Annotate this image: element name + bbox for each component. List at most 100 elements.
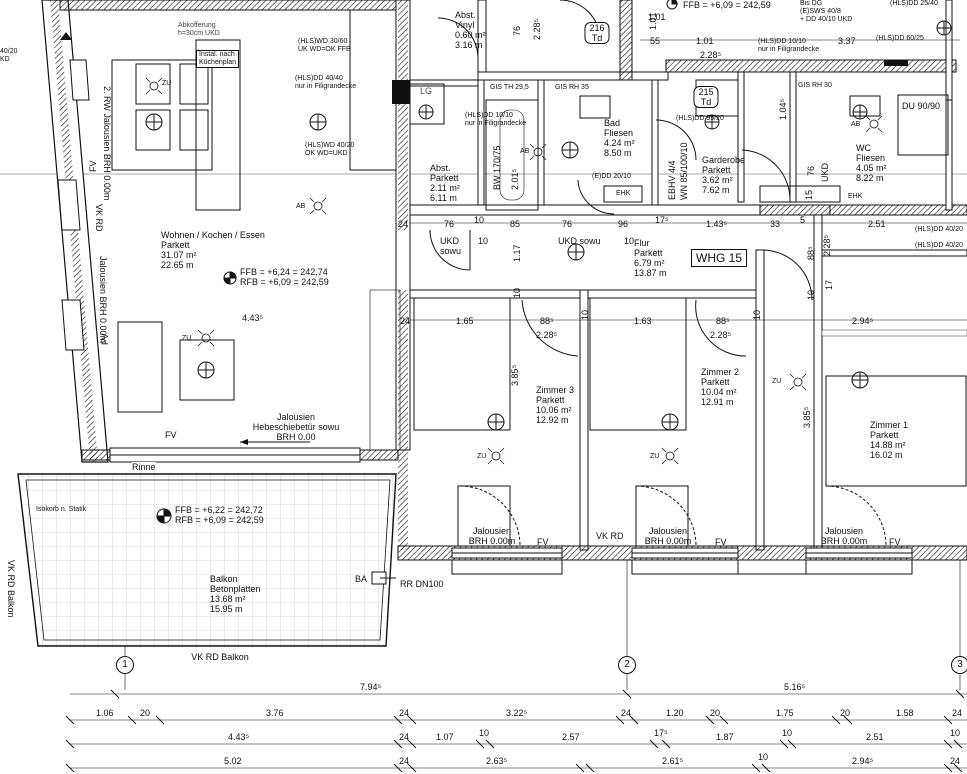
dimension: 3.85⁵: [802, 406, 812, 428]
room-perimeter: 3.16 m: [455, 40, 483, 50]
room-perimeter: 12.91 m: [701, 397, 734, 407]
ukd-sowu-label: UKD sowu: [558, 236, 601, 246]
room-name: Wohnen / Kochen / Essen: [161, 230, 265, 240]
dimension: 1.75: [776, 708, 794, 718]
dimension: 24: [621, 708, 632, 718]
note-line: BRH 0.00m: [820, 536, 868, 546]
dimension: 1.17: [512, 244, 522, 262]
dimension: 76: [444, 219, 455, 229]
rw-label: 2. RW Jalousien BRH 0.00m: [102, 86, 112, 200]
dimension: 10: [950, 728, 961, 738]
dimension: 10: [624, 236, 635, 246]
level-balkon: FFB = +6,22 = 242,72 RFB = +6,09 = 242,5…: [175, 505, 264, 525]
ab-label: AB: [296, 203, 306, 210]
level-wohnen: FFB = +6,24 = 242,74 RFB = +6,09 = 242,5…: [240, 267, 329, 287]
window-note-z2: Jalousien BRH 0.00m: [645, 526, 692, 546]
room-name: Abst.: [430, 163, 451, 173]
room-floor: Parkett: [634, 248, 663, 258]
note-line: KD: [0, 56, 10, 63]
ehk-label: EHK: [848, 193, 863, 200]
ba-label: BA: [355, 574, 368, 584]
room-zimmer2: Zimmer 2 Parkett 10.04 m² 12.91 m: [701, 367, 739, 407]
ukd-sowu-label: UKD sowu: [440, 236, 461, 256]
room-bad: Bad Fliesen 4.24 m² 8.50 m: [604, 118, 635, 158]
fv-label: FV: [88, 160, 98, 172]
dimension: 2.28⁵: [532, 18, 542, 40]
bed-zimmer2: [589, 297, 687, 431]
note-line: OK WD=UKD: [305, 150, 348, 157]
hls-dd-25-40-label: (HLS)DD 25/40: [890, 0, 938, 7]
wn-label: WN 85/100/10: [679, 142, 689, 200]
room-perimeter: 22.65 m: [161, 260, 194, 270]
dimension: 2.63⁵: [486, 756, 508, 766]
dimension: 1.04⁵: [778, 98, 788, 120]
dimension: 17: [824, 279, 834, 290]
dimension: 10: [782, 728, 793, 738]
room-wc: WC Fliesen 4.05 m² 8.22 m: [856, 143, 887, 183]
note-line: (HLS)DD 10/10: [465, 112, 513, 119]
dimension: 1.06: [96, 708, 114, 718]
note-line: BRH 0.00: [276, 432, 316, 442]
door-type: Td: [700, 97, 712, 107]
zu-label: ZU: [162, 80, 172, 87]
grid-axis-2: 2: [618, 656, 636, 674]
room-garderobe: Garderobe Parkett 3.62 m² 7.62 m: [702, 155, 745, 195]
room-area: 3.62 m²: [702, 175, 733, 185]
edd-label: (E)DD 20/10: [592, 173, 631, 180]
dimension: 10: [806, 289, 816, 300]
room-name: Zimmer 3: [536, 385, 574, 395]
room-area: 4.05 m²: [856, 163, 887, 173]
lg-label: LG: [420, 86, 433, 96]
dimension: 3.37: [838, 36, 856, 46]
room-zimmer3: Zimmer 3 Parkett 10.06 m² 12.92 m: [536, 385, 574, 425]
dimension: 10: [580, 309, 590, 320]
room-zimmer1: Zimmer 1 Parkett 14.88 m² 16.02 m: [870, 420, 908, 460]
note-line: (HLS)DD 40/40: [295, 75, 343, 82]
room-name: Zimmer 1: [870, 420, 908, 430]
dimension: 2.51: [866, 732, 884, 742]
dimension: 88⁵: [540, 316, 554, 326]
gis-th-label: GIS TH 29,5: [490, 84, 529, 91]
ffb-top-label: FFB = +6,09 = 242,59: [683, 0, 771, 10]
note-line: nur in Filigrandecke: [295, 83, 357, 90]
dimension: 24: [399, 732, 410, 742]
balcony-slab: [17, 473, 397, 647]
note-line: Jalousien: [824, 526, 864, 536]
dimension: 3.85⁵: [510, 364, 520, 386]
abst-vinyl-label: Abst. Vinyl 0.60 m² 3.16 m: [455, 10, 486, 50]
room-area: 10.04 m²: [701, 387, 737, 397]
dimension: 5: [800, 215, 806, 225]
fv-label: FV: [165, 430, 177, 440]
dimension: 10: [752, 309, 762, 320]
dimension: 85: [510, 219, 521, 229]
room-name: Zimmer 2: [701, 367, 739, 377]
dimension: 24: [952, 708, 963, 718]
note-line: Jalousien: [276, 412, 316, 422]
vk-rd-balkon-label: VK RD Balkon: [191, 652, 249, 662]
grid-axis-3: 3: [951, 656, 967, 674]
jalousien-side-label: Jalousien BRH 0.00m: [98, 256, 108, 343]
dimension: 15: [804, 189, 814, 200]
ebhv-label: EBHV 4/4: [667, 160, 677, 200]
dimension: 2.94⁵: [852, 756, 874, 766]
gis-rh30-label: GIS RH 30: [798, 82, 832, 89]
note-line: nur in Filigrandecke: [758, 46, 820, 53]
fv-label: FV: [889, 537, 901, 547]
dimension: 10: [758, 752, 769, 762]
note-line: Jalousien: [98, 256, 108, 295]
room-area: 13.68 m²: [210, 594, 246, 604]
dimension: 4.43⁵: [242, 313, 264, 323]
bed-zimmer1: [825, 375, 967, 487]
vk-rd-wall-label: VK RD: [94, 204, 104, 232]
sofa: [117, 321, 163, 413]
hls-wd-40-20-label: (HLS)WD 40/20 OK WD=UKD: [305, 142, 354, 158]
dimension: 96: [618, 219, 629, 229]
dimension: 1.07: [436, 732, 454, 742]
dimension: 24: [399, 708, 410, 718]
ffb-level: FFB = +6,22 = 242,72: [175, 505, 263, 515]
dimension: 5.02: [224, 756, 242, 766]
dimension: 10: [479, 728, 490, 738]
dimension: 4.43⁵: [228, 732, 250, 742]
room-area: 14.88 m²: [870, 440, 906, 450]
